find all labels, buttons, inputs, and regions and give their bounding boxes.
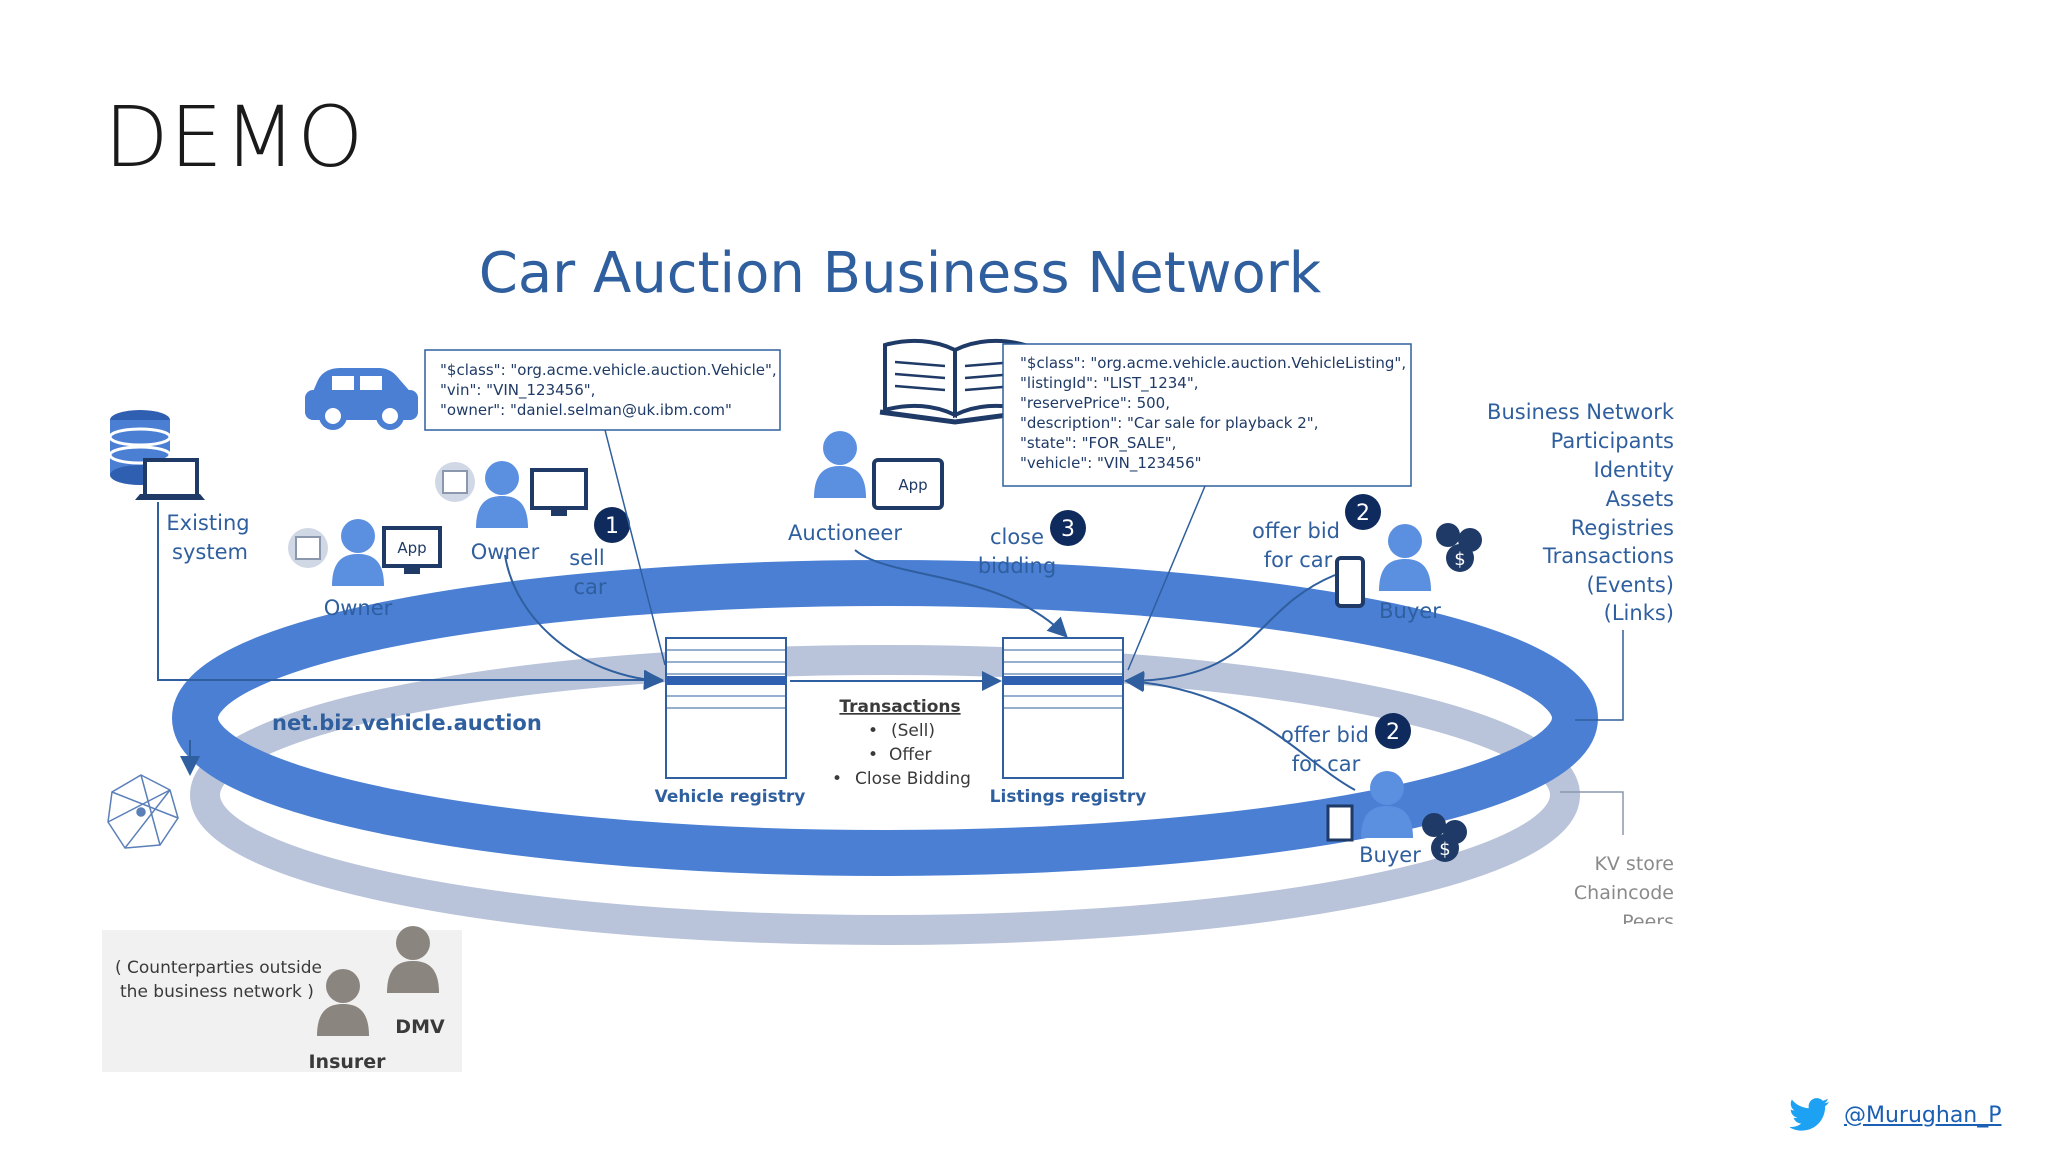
svg-text:$: $ xyxy=(1439,839,1450,860)
currency-icon: $ xyxy=(1436,523,1482,572)
tablet-icon xyxy=(872,458,944,510)
infra-bracket xyxy=(1560,791,1624,835)
buyer-person-icon xyxy=(1379,524,1431,591)
concepts-bracket xyxy=(1575,630,1624,721)
phone-icon xyxy=(1326,804,1354,842)
car-icon xyxy=(305,368,418,430)
auctioneer-label: Auctioneer xyxy=(788,521,902,545)
concept-label: Business Network xyxy=(1487,400,1675,424)
transaction-item-offer: Offer xyxy=(889,745,932,765)
transactions-heading: Transactions xyxy=(839,697,960,717)
step-label: for car xyxy=(1264,548,1333,572)
concept-label: Transactions xyxy=(1542,544,1674,568)
listing-json-connector xyxy=(1127,485,1206,671)
owner-label: Owner xyxy=(324,596,393,620)
listings-registry-label: Listings registry xyxy=(990,787,1147,807)
listing-json-box xyxy=(1002,343,1412,487)
app-label: App xyxy=(898,476,927,494)
transaction-item-close-bidding: Close Bidding xyxy=(855,769,971,789)
vehicle-registry-label: Vehicle registry xyxy=(655,787,806,807)
step-label: bidding xyxy=(978,554,1056,578)
step-number: 2 xyxy=(1386,720,1400,745)
vehicle-json-line: "$class": "org.acme.vehicle.auction.Vehi… xyxy=(440,361,777,379)
buyer-arrow xyxy=(1124,574,1336,691)
concept-label: Identity xyxy=(1594,458,1674,482)
concept-label: (Events) xyxy=(1587,573,1675,597)
vehicle-json-line: "vin": "VIN_123456", xyxy=(440,381,595,400)
infra-label: Chaincode xyxy=(1574,882,1674,904)
step-number: 2 xyxy=(1356,501,1370,526)
step-label: offer bid xyxy=(1281,723,1369,747)
diagram-title: Car Auction Business Network xyxy=(479,241,1322,306)
listings-registry-table xyxy=(1002,637,1124,779)
twitter-credit: @Murughan_P xyxy=(1790,1098,2002,1132)
listing-json-line: "reservePrice": 500, xyxy=(1020,394,1170,412)
buyer-label: Buyer xyxy=(1379,599,1441,623)
dmv-label: DMV xyxy=(395,1016,445,1038)
step-number: 3 xyxy=(1061,517,1075,542)
listing-json-line: "state": "FOR_SALE", xyxy=(1020,434,1176,453)
vehicle-json-connector xyxy=(604,429,666,666)
step-label: for car xyxy=(1292,752,1361,776)
transaction-item: • xyxy=(832,769,842,789)
step-label: close xyxy=(990,525,1044,549)
phone-icon xyxy=(1335,556,1365,608)
vehicle-json-line: "owner": "daniel.selman@uk.ibm.com" xyxy=(440,401,732,419)
infra-fade xyxy=(1400,924,1710,938)
step-badge xyxy=(1375,713,1411,749)
transaction-item-sell: (Sell) xyxy=(891,721,935,741)
auctioneer-arrow xyxy=(854,549,1068,638)
vehicle-registry-table xyxy=(665,637,787,779)
app-tile-icon xyxy=(288,528,328,568)
monitor-app-icon xyxy=(382,526,442,574)
network-mesh-icon xyxy=(107,774,179,849)
listing-json-line: "description": "Car sale for playback 2"… xyxy=(1020,414,1318,432)
infra-label: KV store xyxy=(1594,853,1674,875)
step-label: car xyxy=(573,575,606,599)
owner-person-icon xyxy=(332,519,384,586)
existing-system-label: Existing xyxy=(166,511,249,535)
svg-text:$: $ xyxy=(1454,549,1465,570)
insurer-label: Insurer xyxy=(308,1051,386,1073)
existing-system-label: system xyxy=(172,540,248,564)
counterparties-text: the business network ) xyxy=(120,982,314,1002)
network-name: net.biz.vehicle.auction xyxy=(272,711,542,735)
currency-icon: $ xyxy=(1422,813,1467,862)
owner-arrow xyxy=(504,554,664,690)
step-badge xyxy=(1050,510,1086,546)
owner-person-icon xyxy=(476,461,528,528)
step-badge xyxy=(594,507,630,543)
monitor-icon xyxy=(530,468,588,516)
concept-label: (Links) xyxy=(1604,601,1674,625)
listing-json-line: "vehicle": "VIN_123456" xyxy=(1020,454,1202,473)
transaction-item: • xyxy=(868,721,878,741)
listing-json-line: "listingId": "LIST_1234", xyxy=(1020,374,1199,393)
network-ring-shadow xyxy=(190,645,1580,945)
vehicle-json-box xyxy=(424,349,781,431)
concept-label: Assets xyxy=(1606,487,1674,511)
step-label: sell xyxy=(569,546,605,570)
listing-json-line: "$class": "org.acme.vehicle.auction.Vehi… xyxy=(1020,354,1406,372)
existing-system-arrow xyxy=(157,502,664,690)
network-ring xyxy=(172,560,1598,876)
app-label: App xyxy=(397,539,426,557)
laptop-icon xyxy=(135,458,205,500)
concept-label: Participants xyxy=(1551,429,1674,453)
app-tile-icon xyxy=(435,462,475,502)
twitter-bird-icon xyxy=(1790,1098,1829,1131)
auctioneer-person-icon xyxy=(814,431,866,498)
step-number: 1 xyxy=(605,514,619,539)
buyer-arrow xyxy=(1124,672,1356,791)
step-badge xyxy=(1345,494,1381,530)
counterparties-text: ( Counterparties outside xyxy=(115,958,322,978)
concept-label: Registries xyxy=(1571,516,1674,540)
twitter-handle-link[interactable]: @Murughan_P xyxy=(1844,1102,2002,1128)
transaction-item: • xyxy=(868,745,878,765)
step-label: offer bid xyxy=(1252,519,1340,543)
slide-title: DEMO xyxy=(104,88,365,186)
buyer-label: Buyer xyxy=(1359,843,1421,867)
